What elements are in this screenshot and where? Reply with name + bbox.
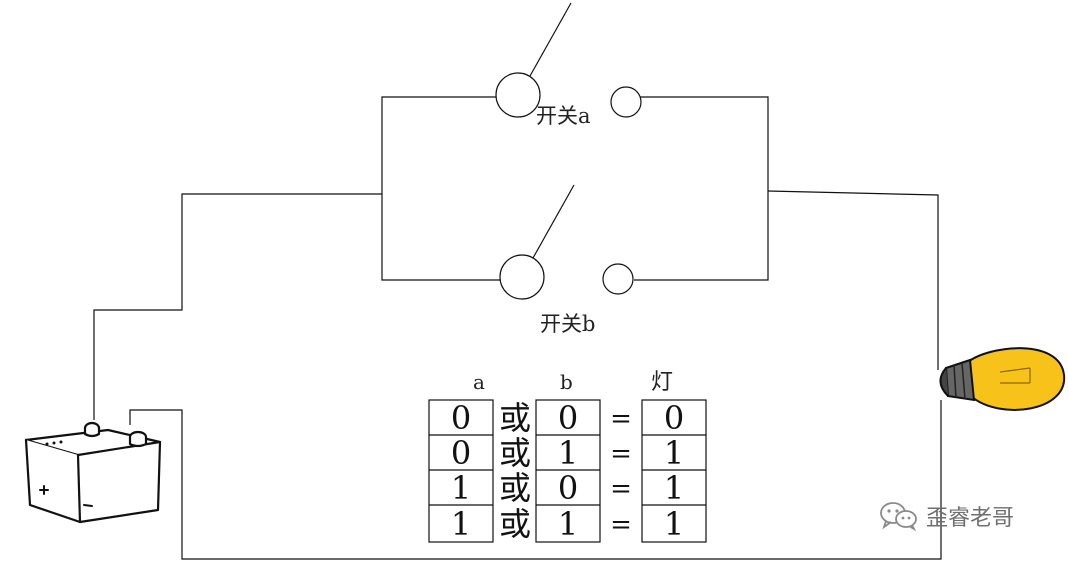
row-0-light: 0 [664,399,684,437]
row-3-b: 1 [558,505,578,543]
row-3-operator: 或 [499,505,531,543]
light-bulb-icon [939,347,1066,411]
watermark: 歪睿老哥 [878,500,1014,532]
truth-table-grid [428,399,707,543]
switch-b-left-terminal [499,254,545,300]
wechat-icon [880,502,917,531]
switch-b-label: 开关b [540,312,595,336]
switch-a-left-terminal [495,72,541,118]
battery-positive-wire [93,193,382,420]
switch-a-lever [529,2,572,77]
battery-icon [24,421,162,524]
row-3-equals: = [610,510,632,540]
header-b: b [560,370,573,394]
parallel-right-bus [634,96,769,281]
lamp-feed-wire [767,190,939,370]
row-1-a: 0 [451,434,471,472]
row-0-equals: = [610,404,632,434]
row-2-light: 1 [664,469,684,507]
row-0-b: 0 [558,399,578,437]
row-0-a: 0 [451,399,471,437]
row-3-a: 1 [451,505,471,543]
parallel-left-bus [381,96,500,281]
switch-a-label: 开关a [536,104,591,128]
circuit-wires [93,96,942,560]
truth-table: a b 灯 0 或 0 = 0 0 或 1 = 1 1 或 [428,370,707,543]
switch-b-lever [532,184,575,259]
return-wire [129,400,942,560]
switch-a-right-terminal [610,86,642,118]
row-3-light: 1 [664,505,684,543]
header-a: a [473,370,485,394]
row-1-equals: = [610,439,632,469]
header-light: 灯 [651,370,673,395]
watermark-text: 歪睿老哥 [926,506,1015,531]
row-1-operator: 或 [499,434,531,472]
row-2-b: 0 [558,469,578,507]
row-0-operator: 或 [499,399,531,437]
row-1-b: 1 [558,434,578,472]
row-2-operator: 或 [499,469,531,507]
switch-b [499,184,634,300]
switch-a [495,2,642,118]
row-2-equals: = [610,474,632,504]
switch-b-right-terminal [602,263,634,295]
row-1-light: 1 [664,434,684,472]
row-2-a: 1 [451,469,471,507]
